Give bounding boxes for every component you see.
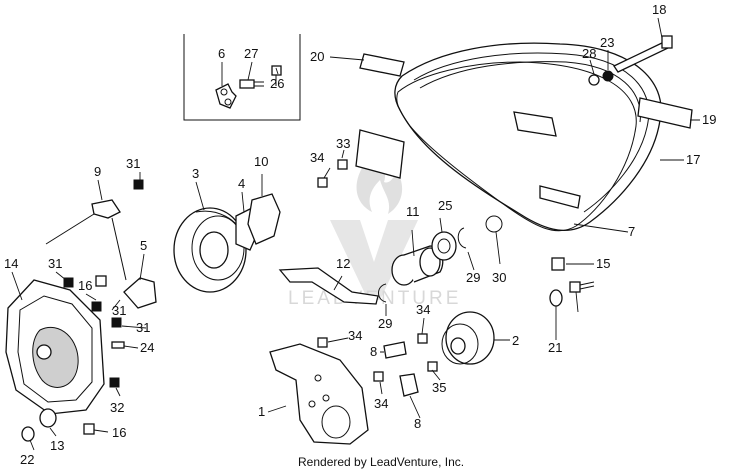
bracket-5 xyxy=(123,277,157,309)
callout-6: 6 xyxy=(218,46,225,61)
decal-19 xyxy=(637,97,693,129)
washer-21 xyxy=(549,289,563,307)
collar-13 xyxy=(39,408,57,428)
callout-19: 19 xyxy=(702,112,716,127)
housing-14 xyxy=(5,279,105,415)
callout-25: 25 xyxy=(438,198,452,213)
washer-23 xyxy=(602,70,614,82)
callout-16b: 16 xyxy=(112,425,126,440)
callout-28: 28 xyxy=(582,46,596,61)
callout-22: 22 xyxy=(20,452,34,467)
callout-7: 7 xyxy=(628,224,635,239)
callout-31a: 31 xyxy=(126,156,140,171)
drive-belt xyxy=(396,61,637,232)
callout-20: 20 xyxy=(310,49,324,64)
callout-29b: 29 xyxy=(378,316,392,331)
callout-17: 17 xyxy=(686,152,700,167)
washer-28 xyxy=(588,74,600,86)
callout-18: 18 xyxy=(652,2,666,17)
callout-34c: 34 xyxy=(416,302,430,317)
leader-lines xyxy=(11,17,700,451)
callout-9: 9 xyxy=(94,164,101,179)
callout-12: 12 xyxy=(336,256,350,271)
decal-20 xyxy=(359,53,405,77)
callout-2: 2 xyxy=(512,333,519,348)
callout-26: 26 xyxy=(270,76,284,91)
callout-31c: 31 xyxy=(112,303,126,318)
bolt-35 xyxy=(569,281,595,293)
callout-31e: 32 xyxy=(110,400,124,415)
bracket-8-upper xyxy=(383,341,407,359)
callout-13: 13 xyxy=(50,438,64,453)
hardware-bolts xyxy=(63,159,438,388)
bracket-10 xyxy=(247,193,281,245)
bolt-15 xyxy=(551,257,565,271)
bolt-16b xyxy=(83,423,95,435)
bolt-18 xyxy=(613,35,673,73)
callout-8b: 8 xyxy=(414,416,421,431)
bracket-9 xyxy=(91,199,121,219)
linkage-lines xyxy=(45,213,127,281)
ring-30 xyxy=(485,215,503,233)
callout-11: 11 xyxy=(406,204,420,219)
callout-27: 27 xyxy=(244,46,258,61)
callout-10: 10 xyxy=(254,154,268,169)
callouts: 1 2 3 4 5 6 7 8 8 9 10 11 12 13 14 15 16… xyxy=(4,2,716,467)
bracket-12 xyxy=(278,267,379,305)
callout-29a: 29 xyxy=(466,270,480,285)
callout-23: 23 xyxy=(600,35,614,50)
callout-24: 24 xyxy=(140,340,154,355)
callout-34a: 34 xyxy=(310,150,324,165)
credit-text: Rendered by LeadVenture, Inc. xyxy=(298,455,464,469)
callout-8a: 8 xyxy=(370,344,377,359)
bolt-16a xyxy=(95,275,107,287)
callout-31d: 31 xyxy=(136,320,150,335)
callout-5: 5 xyxy=(140,238,147,253)
callout-16a: 16 xyxy=(78,278,92,293)
callout-15: 15 xyxy=(596,256,610,271)
callout-30: 30 xyxy=(492,270,506,285)
decal-panel xyxy=(355,129,405,179)
callout-14: 14 xyxy=(4,256,18,271)
callout-1: 1 xyxy=(258,404,265,419)
watermark: LEADVENTURE xyxy=(288,156,458,309)
callout-34b: 34 xyxy=(348,328,362,343)
bearing-25 xyxy=(431,231,457,261)
bracket-8-lower xyxy=(399,373,419,397)
callout-21: 21 xyxy=(548,340,562,355)
callout-32: 33 xyxy=(336,136,350,151)
cap-22 xyxy=(21,426,35,442)
clip-29 xyxy=(457,227,467,249)
callout-31b: 31 xyxy=(48,256,62,271)
callout-33: 34 xyxy=(374,396,388,411)
callout-3: 3 xyxy=(192,166,199,181)
belt-cover xyxy=(394,42,662,232)
pulley-3 xyxy=(173,207,247,293)
clip-29-lower xyxy=(378,283,387,303)
callout-4: 4 xyxy=(238,176,245,191)
idler-pulley-2 xyxy=(441,311,495,365)
main-bracket-1 xyxy=(269,343,369,445)
callout-34d: 35 xyxy=(432,380,446,395)
pin-24 xyxy=(111,341,125,349)
